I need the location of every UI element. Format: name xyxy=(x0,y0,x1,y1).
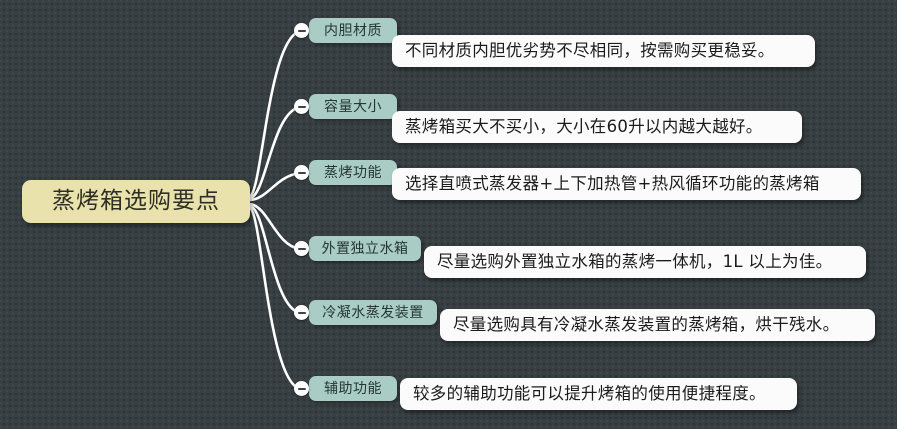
connector-line xyxy=(248,29,302,198)
detail-node-1[interactable]: 不同材质内胆优劣势不尽相同，按需购买更稳妥。 xyxy=(392,35,815,67)
connector-line xyxy=(248,171,302,202)
root-node[interactable]: 蒸烤箱选购要点 xyxy=(22,180,250,223)
connector-line xyxy=(248,105,302,200)
connector-line xyxy=(248,204,302,315)
connector-line xyxy=(248,202,302,251)
detail-node-4[interactable]: 尽量选购外置独立水箱的蒸烤一体机，1L 以上为佳。 xyxy=(424,246,866,278)
collapse-minus-icon-5[interactable] xyxy=(294,305,309,320)
branch-node-5[interactable]: 冷凝水蒸发装置 xyxy=(309,300,437,325)
collapse-minus-icon-1[interactable] xyxy=(294,23,309,38)
branch-node-6[interactable]: 辅助功能 xyxy=(309,376,397,401)
detail-node-5[interactable]: 尽量选购具有冷凝水蒸发装置的蒸烤箱，烘干残水。 xyxy=(440,309,875,341)
detail-node-3[interactable]: 选择直喷式蒸发器+上下加热管+热风循环功能的蒸烤箱 xyxy=(392,168,861,200)
collapse-minus-icon-3[interactable] xyxy=(294,165,309,180)
detail-node-2[interactable]: 蒸烤箱买大不买小，大小在60升以内越大越好。 xyxy=(392,111,802,143)
collapse-minus-icon-4[interactable] xyxy=(294,241,309,256)
branch-node-1[interactable]: 内胆材质 xyxy=(309,18,397,43)
collapse-minus-icon-6[interactable] xyxy=(294,381,309,396)
branch-node-3[interactable]: 蒸烤功能 xyxy=(309,160,397,185)
detail-node-6[interactable]: 较多的辅助功能可以提升烤箱的使用便捷程度。 xyxy=(400,378,797,410)
connector-line xyxy=(248,206,302,391)
branch-node-4[interactable]: 外置独立水箱 xyxy=(309,236,421,261)
collapse-minus-icon-2[interactable] xyxy=(294,99,309,114)
branch-node-2[interactable]: 容量大小 xyxy=(309,94,397,119)
